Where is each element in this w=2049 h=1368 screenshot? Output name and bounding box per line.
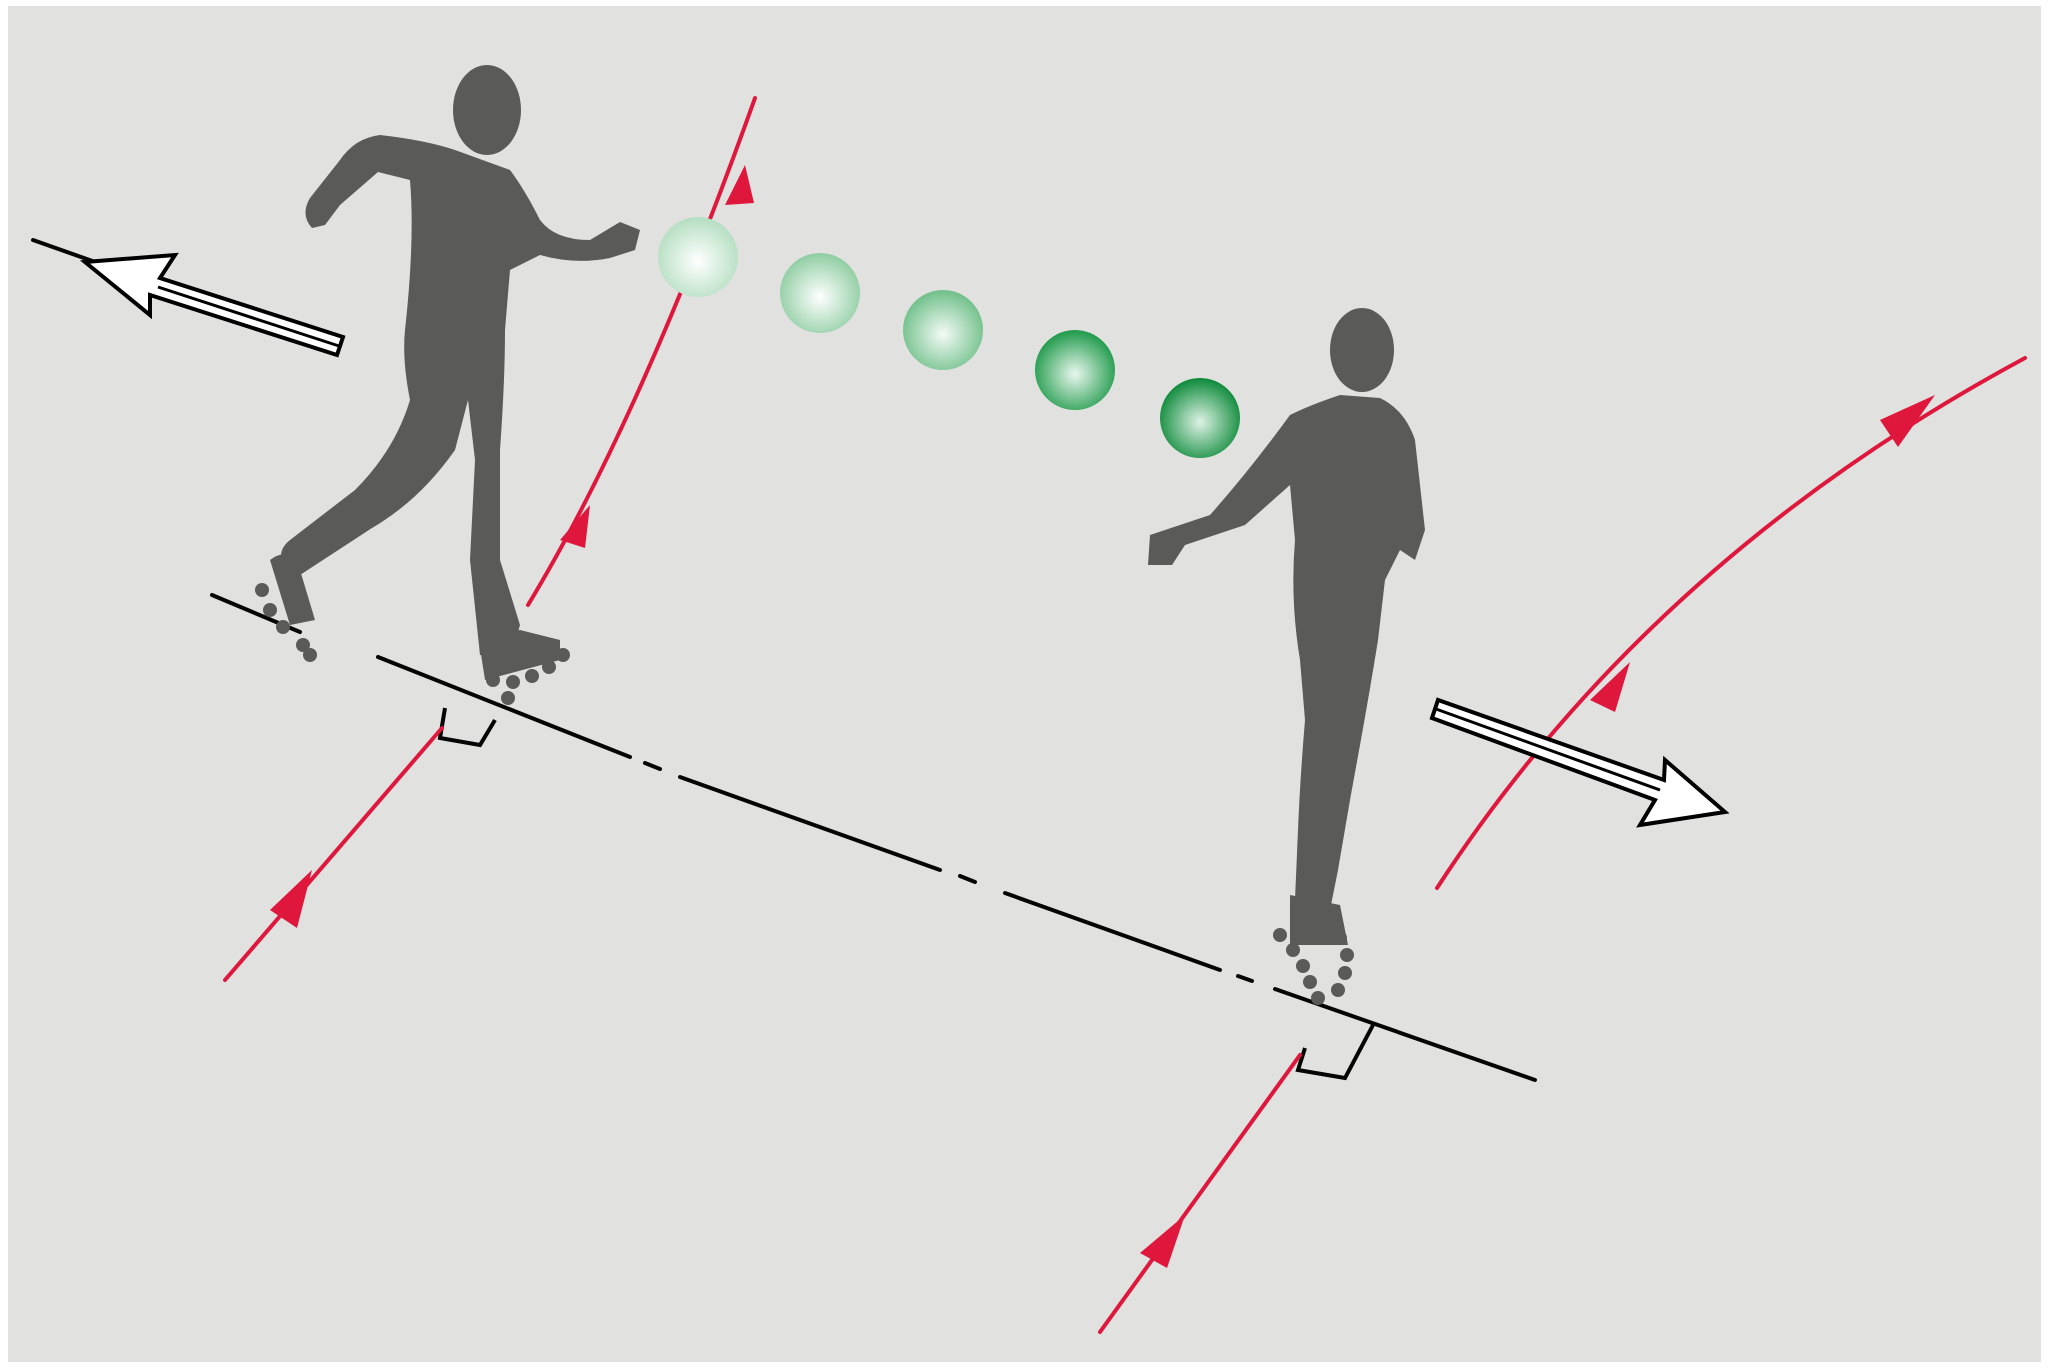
skate-wheel — [506, 675, 520, 689]
skate-wheel — [303, 648, 317, 662]
ball-2 — [780, 253, 860, 333]
skate-wheel — [1333, 931, 1347, 945]
ball-5 — [1160, 378, 1240, 458]
skate-wheel — [501, 691, 515, 705]
skate-wheel — [556, 648, 570, 662]
skate-wheel — [1311, 991, 1325, 1005]
skate-wheel — [1340, 948, 1354, 962]
skate-wheel — [1273, 928, 1287, 942]
skate-wheel — [255, 583, 269, 597]
ball-3 — [903, 290, 983, 370]
skate-wheel — [1338, 966, 1352, 980]
skate-wheel — [1331, 983, 1345, 997]
skate-wheel — [486, 673, 500, 687]
ball-4 — [1035, 330, 1115, 410]
skate-wheel — [1286, 943, 1300, 957]
skate-wheel — [263, 603, 277, 617]
skater-right-head — [1330, 308, 1394, 392]
skate-wheel — [542, 660, 556, 674]
skate-wheel — [1296, 959, 1310, 973]
skate-wheel — [276, 620, 290, 634]
skate-wheel — [525, 669, 539, 683]
ball-1 — [658, 217, 738, 297]
skater-left-head — [453, 65, 521, 155]
skate-wheel — [1303, 975, 1317, 989]
